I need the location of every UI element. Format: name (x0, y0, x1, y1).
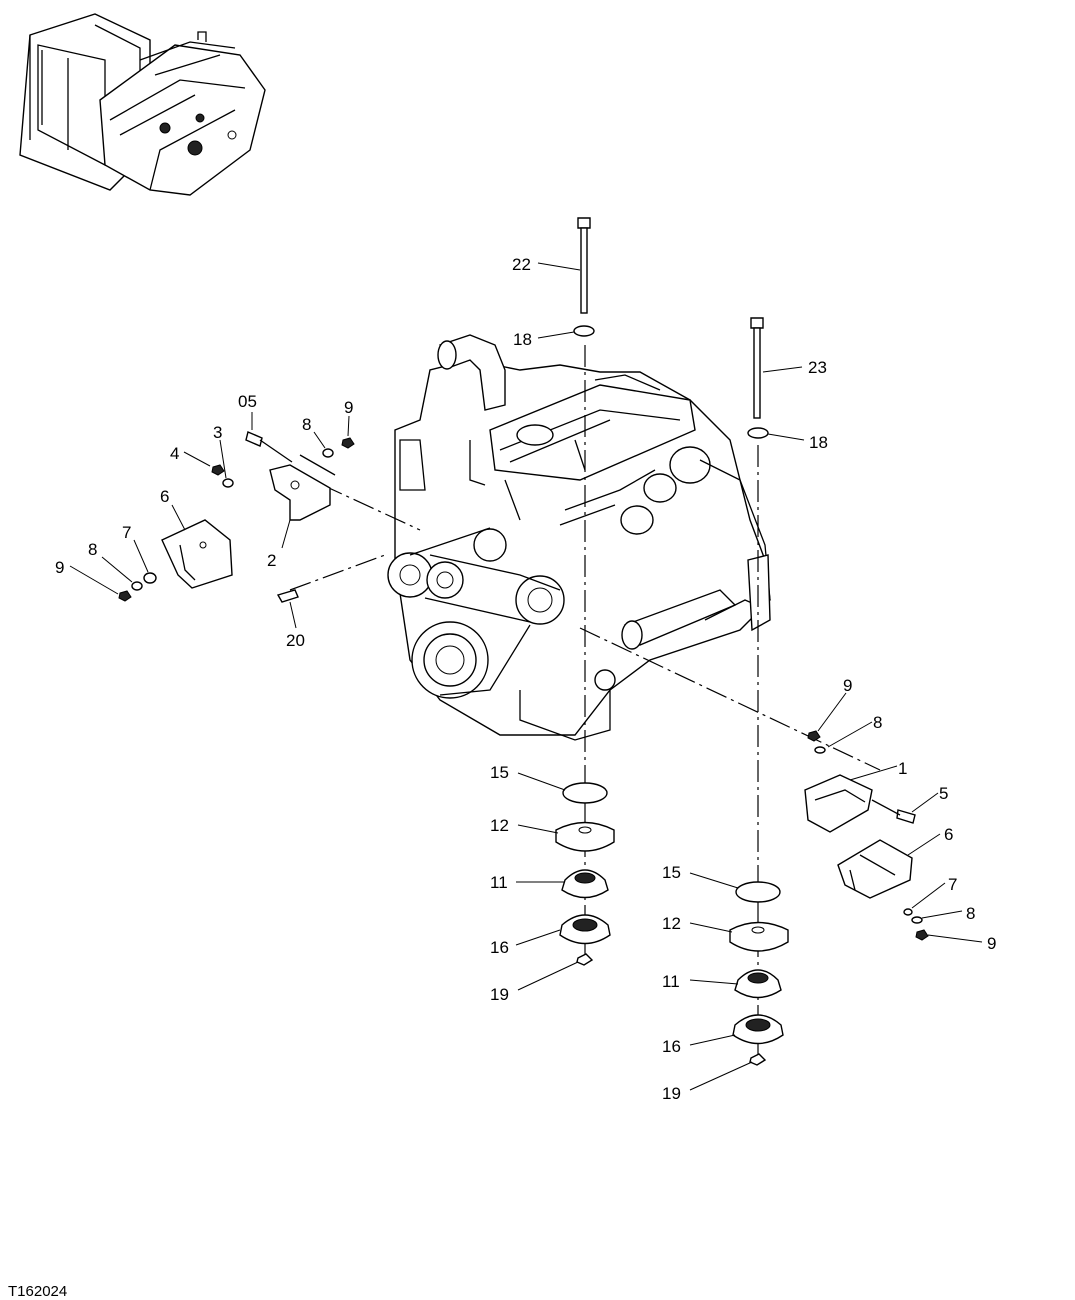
figure-id: T162024 (8, 1283, 67, 1300)
callout-4: 4 (170, 444, 179, 463)
long-bolts (573, 217, 769, 439)
leader-lines (69, 262, 983, 1091)
callout-9: 9 (843, 676, 852, 695)
callout-6: 6 (944, 825, 953, 844)
callout-05: 05 (238, 392, 257, 411)
callout-12: 12 (490, 816, 509, 835)
callout-5: 5 (939, 784, 948, 803)
mount-stack-left (555, 782, 615, 966)
left-mount-parts (118, 431, 355, 603)
callout-11: 11 (662, 972, 680, 991)
callout-15: 15 (662, 863, 681, 882)
callout-19: 19 (662, 1084, 681, 1103)
callout-18: 18 (809, 433, 828, 452)
callout-7: 7 (122, 523, 131, 542)
callout-16: 16 (490, 938, 509, 957)
callout-9: 9 (344, 398, 353, 417)
callout-22: 22 (512, 255, 531, 274)
callout-16: 16 (662, 1037, 681, 1056)
callout-11: 11 (490, 873, 508, 892)
callout-8: 8 (873, 713, 882, 732)
right-mount-parts (804, 730, 929, 941)
callout-9: 9 (55, 558, 64, 577)
callout-2: 2 (267, 551, 276, 570)
callout-8: 8 (302, 415, 311, 434)
mount-stack-right (729, 881, 789, 1066)
callout-20: 20 (286, 631, 305, 650)
callout-8: 8 (966, 904, 975, 923)
machine-locator-illustration (19, 13, 266, 196)
callout-12: 12 (662, 914, 681, 933)
callout-labels: 22 18 23 18 05 9 8 3 4 6 7 8 9 2 20 9 8 … (55, 255, 996, 1103)
callout-19: 19 (490, 985, 509, 1004)
callout-23: 23 (808, 358, 827, 377)
callout-3: 3 (213, 423, 222, 442)
callout-15: 15 (490, 763, 509, 782)
callout-6: 6 (160, 487, 169, 506)
callout-8: 8 (88, 540, 97, 559)
engine-assembly (387, 334, 771, 741)
callout-18: 18 (513, 330, 532, 349)
callout-9: 9 (987, 934, 996, 953)
callout-7: 7 (948, 875, 957, 894)
center-lines (289, 345, 881, 1055)
callout-1: 1 (898, 759, 907, 778)
